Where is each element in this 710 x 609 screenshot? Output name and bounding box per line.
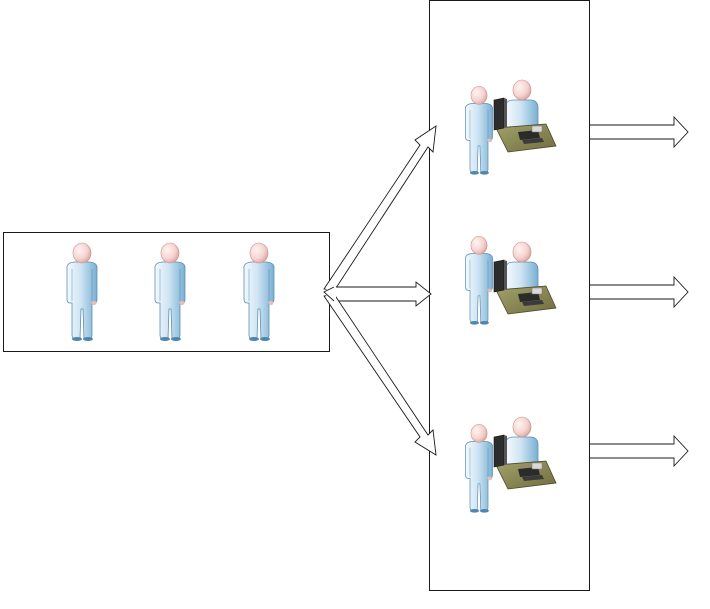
arrow-to-counter-2 (333, 281, 432, 307)
arrow-to-counter-1 (323, 125, 437, 292)
branch-arrows (322, 125, 437, 456)
output-arrows (590, 115, 689, 468)
output-arrow-1 (590, 115, 689, 149)
output-arrow-2 (590, 275, 689, 309)
arrow-to-counter-3 (323, 293, 437, 456)
output-arrow-3 (590, 434, 689, 468)
